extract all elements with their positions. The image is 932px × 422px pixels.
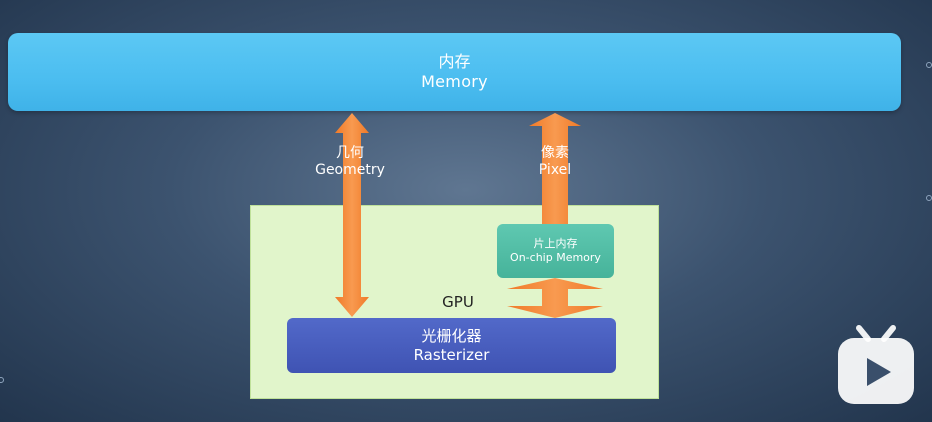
onchip-memory-label-cn: 片上内存 <box>533 237 578 250</box>
memory-block: 内存 Memory <box>8 33 901 111</box>
geometry-arrow <box>335 113 369 317</box>
edge-dot-right-top <box>926 62 932 68</box>
edge-dot-left-bottom <box>0 377 4 383</box>
rasterizer-label-cn: 光栅化器 <box>421 326 482 345</box>
pixel-label: 像素 Pixel <box>515 145 595 179</box>
rasterizer-block: 光栅化器 Rasterizer <box>287 318 616 373</box>
onchip-memory-block: 片上内存 On-chip Memory <box>497 224 614 278</box>
pixel-label-en: Pixel <box>538 162 572 178</box>
pixel-label-cn: 像素 <box>541 145 569 161</box>
geometry-label-cn: 几何 <box>336 145 364 161</box>
edge-dot-right-mid <box>926 195 932 201</box>
memory-label-cn: 内存 <box>438 52 471 71</box>
gpu-label: GPU <box>442 293 474 311</box>
onchip-rasterizer-arrow <box>507 278 603 318</box>
onchip-memory-label-en: On-chip Memory <box>510 251 601 264</box>
geometry-label: 几何 Geometry <box>305 145 395 179</box>
memory-label-en: Memory <box>421 72 488 91</box>
pixel-arrow <box>529 113 581 224</box>
bilibili-tv-icon <box>838 325 914 404</box>
rasterizer-label-en: Rasterizer <box>413 345 490 364</box>
geometry-label-en: Geometry <box>315 162 385 178</box>
